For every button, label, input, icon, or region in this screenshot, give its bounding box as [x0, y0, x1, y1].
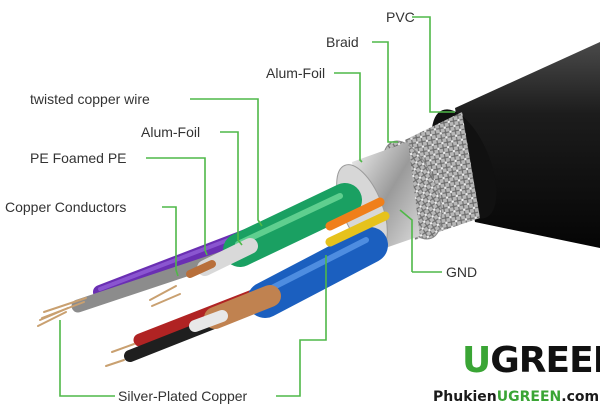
site-suffix: .com	[561, 389, 600, 405]
site-watermark: PhukienUGREEN.com	[433, 389, 599, 405]
logo-u: U	[462, 340, 491, 381]
label-alum-foil-inner: Alum-Foil	[141, 124, 201, 140]
label-braid: Braid	[326, 34, 359, 50]
label-copper-conductors: Copper Conductors	[5, 199, 127, 215]
blue-coax-group	[189, 227, 388, 332]
label-pvc: PVC	[386, 9, 415, 25]
green-coax-group	[186, 183, 362, 278]
ugreen-logo: UGREEN	[462, 341, 600, 381]
site-mid: UGREEN	[496, 389, 562, 405]
label-twisted-copper-wire: twisted copper wire	[30, 91, 150, 107]
label-pe-foamed-pe: PE Foamed PE	[30, 150, 127, 166]
logo-rest: GREEN	[490, 340, 600, 381]
orange-yellow-wires	[325, 197, 390, 247]
label-silver-plated-copper: Silver-Plated Copper	[118, 388, 248, 404]
copper-strands	[37, 285, 181, 367]
label-alum-foil-outer: Alum-Foil	[266, 65, 326, 81]
site-prefix: Phukien	[433, 389, 497, 405]
label-gnd: GND	[446, 264, 478, 280]
leader-lines	[59, 16, 455, 397]
